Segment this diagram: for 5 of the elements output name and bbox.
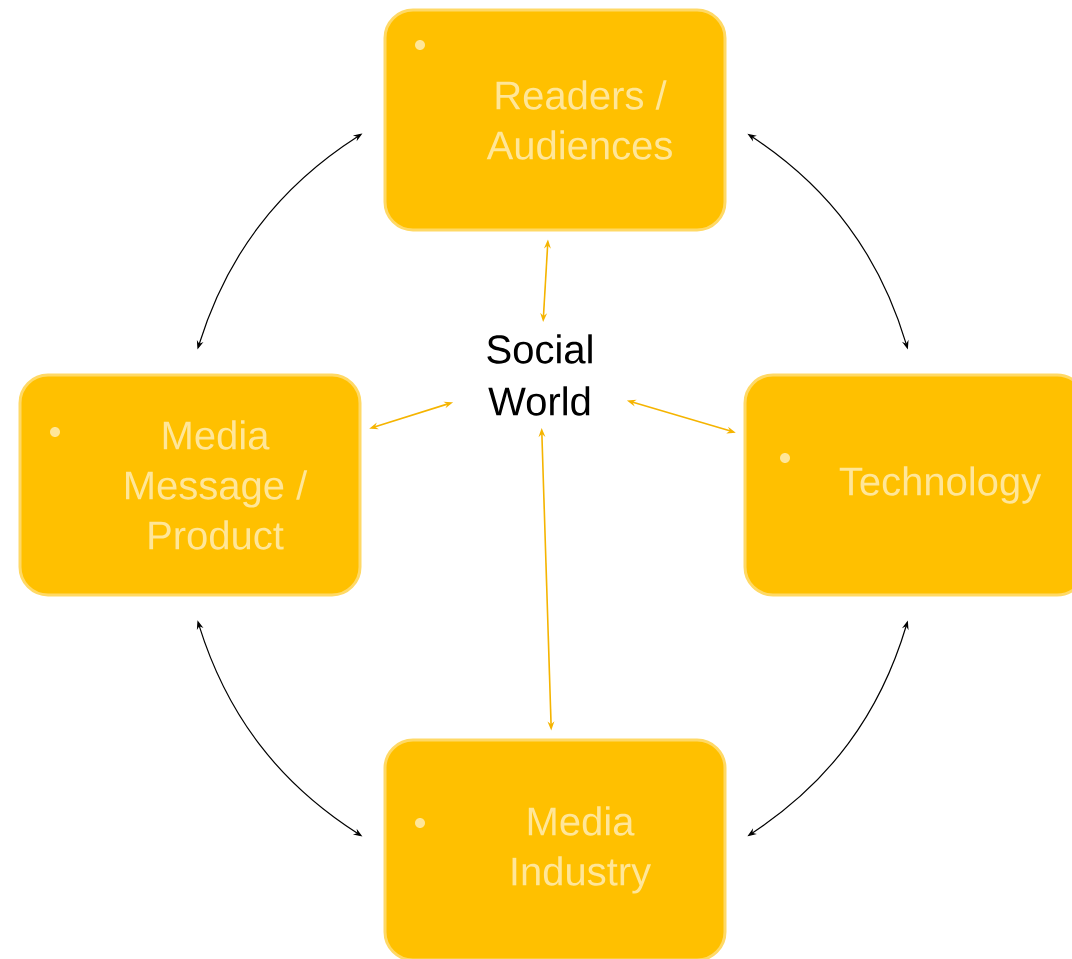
process-box: Media Industry [383, 738, 727, 959]
process-box: Technology [743, 373, 1072, 597]
process-box: Media Message / Product [18, 373, 362, 597]
center-label: Social World [487, 334, 592, 416]
process-box: Readers / Audiences [383, 8, 727, 232]
